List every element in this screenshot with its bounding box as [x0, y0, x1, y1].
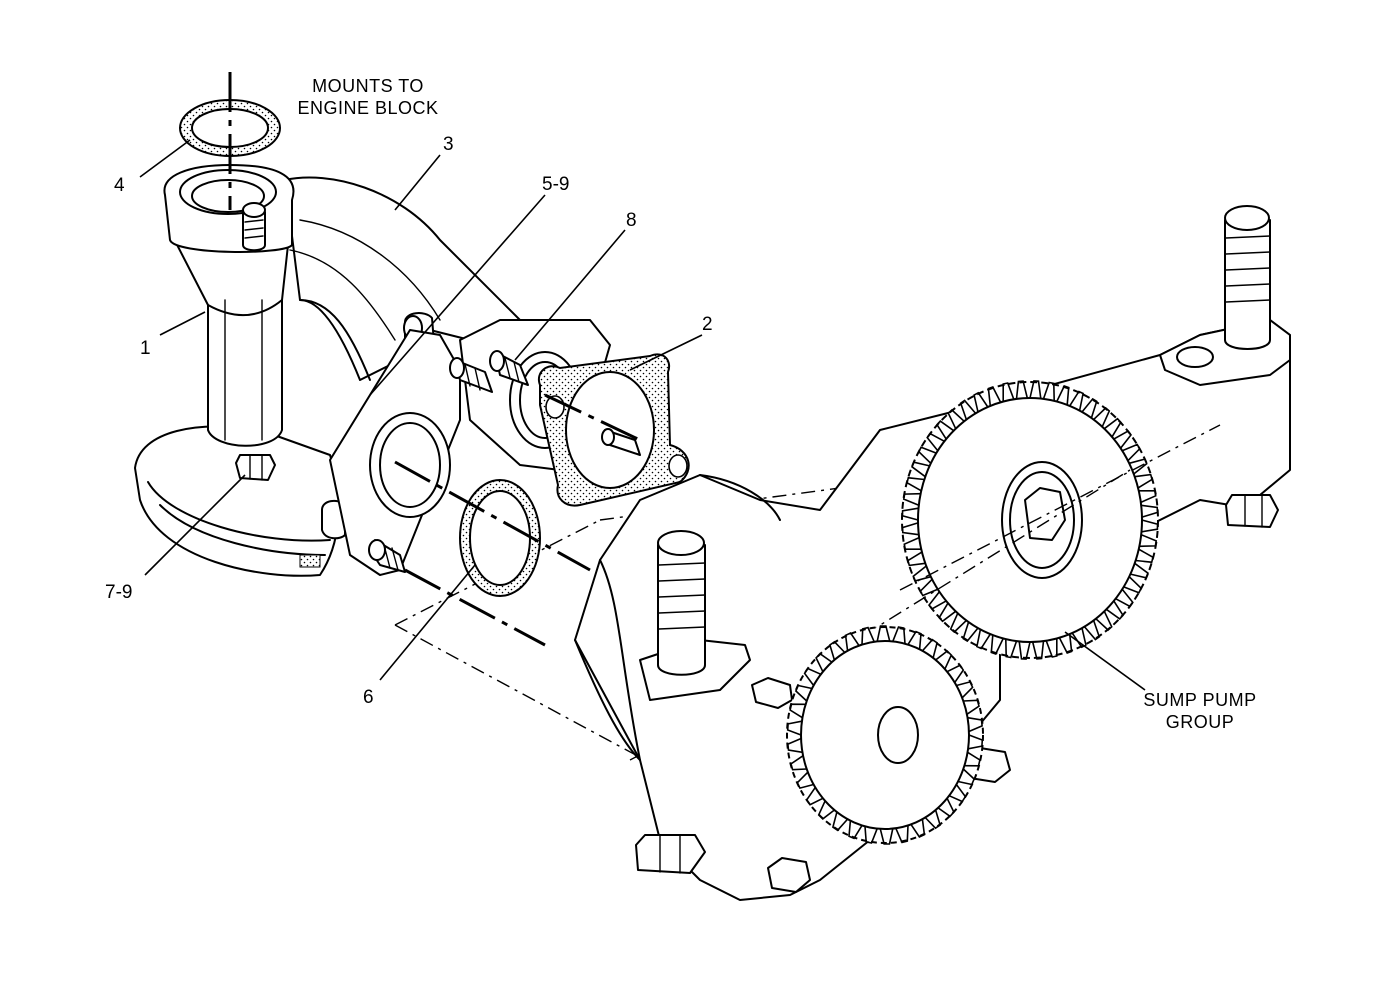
oil-pump-body: [134, 176, 521, 577]
sump-note-line1: SUMP PUMP: [1143, 690, 1256, 710]
sump-note-line2: GROUP: [1166, 712, 1235, 732]
stipple-mark: [299, 554, 321, 568]
callout-7-9: 7-9: [105, 582, 132, 603]
leader-sump: [1064, 631, 1146, 691]
leader-lines: [139, 139, 1146, 691]
large-gear: [839, 380, 1221, 660]
callout-3: 3: [443, 134, 454, 155]
gasket-flange: [394, 460, 591, 647]
callout-8: 8: [626, 210, 637, 231]
callout-1: 1: [140, 338, 151, 359]
callout-5-9: 5-9: [542, 174, 569, 195]
small-gear-teeth: [786, 625, 984, 845]
large-gear-teeth: [901, 380, 1159, 660]
mounts-note-line2: ENGINE BLOCK: [297, 98, 438, 118]
callout-6: 6: [363, 687, 374, 708]
mounting-flange: [329, 329, 461, 576]
leader-6: [379, 564, 476, 681]
mounts-note-line1: MOUNTS TO: [312, 76, 424, 96]
inlet-tube: [163, 164, 295, 481]
gasket-outlet: [537, 353, 690, 507]
leader-5: [369, 194, 546, 396]
leader-2: [629, 334, 703, 371]
leader-1: [159, 311, 206, 336]
callout-2: 2: [702, 314, 713, 335]
leader-7: [144, 474, 246, 576]
leader-8: [514, 229, 626, 361]
small-gear: [786, 625, 984, 845]
leader-4: [139, 139, 191, 178]
leader-3: [394, 154, 441, 211]
callout-4: 4: [114, 175, 125, 196]
gasket-top: [179, 72, 281, 210]
